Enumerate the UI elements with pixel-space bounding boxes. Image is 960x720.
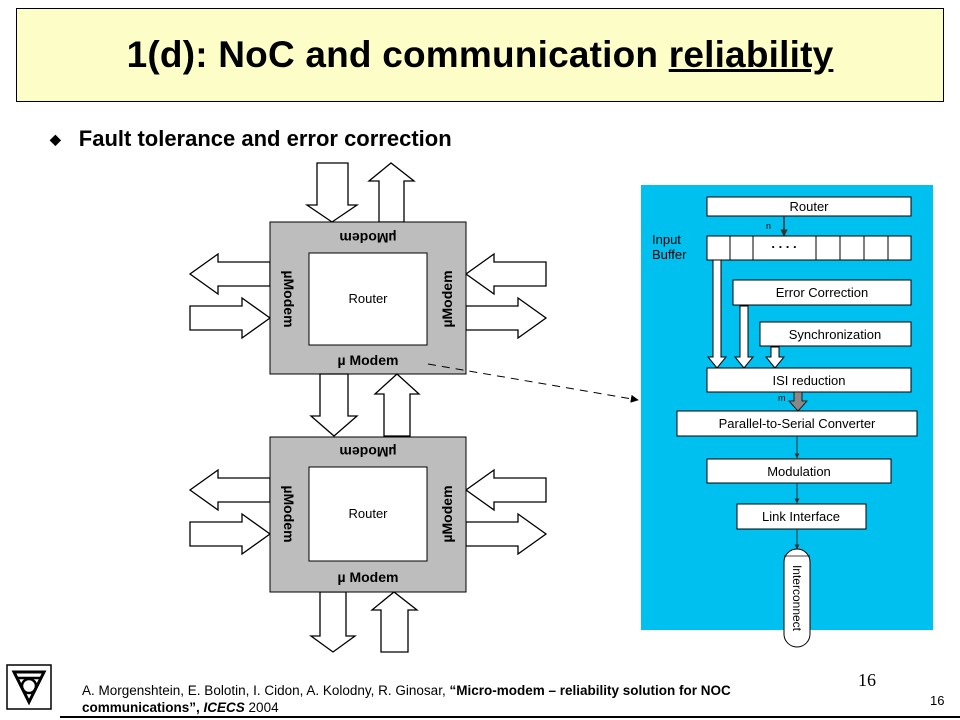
interconnect-capsule [783, 548, 811, 648]
modem-label-west-top: µModem [281, 270, 297, 327]
pipeline-panel: Router n Input Buffer . . . . Error Corr… [641, 185, 933, 648]
error-correction-box [732, 279, 912, 306]
title-emphasis: reliability [668, 34, 834, 75]
citation: A. Morgenshtein, E. Bolotin, I. Cidon, A… [82, 682, 731, 716]
title-box: 1(d): NoC and communication reliability [16, 8, 944, 102]
bullet-item: ◆ Fault tolerance and error correction [50, 126, 452, 152]
modulation-box [706, 458, 892, 484]
pipeline-router-box [706, 196, 912, 217]
dashed-pointer-arrow [427, 363, 639, 403]
arrow-out-bottom [309, 591, 357, 653]
modem-label-east-bottom: µModem [439, 485, 455, 542]
router-core-bottom [308, 466, 428, 562]
arrow-out-left [188, 252, 271, 296]
technion-logo-icon [6, 664, 52, 710]
link-interface-box [736, 503, 867, 530]
arrow-out-top [367, 162, 416, 223]
arrow-out-right [465, 296, 548, 340]
link-interface-label: Link Interface [762, 509, 840, 524]
footer-divider [60, 716, 960, 718]
arrow-in-top [304, 162, 360, 223]
citation-venue: ICECS [203, 700, 245, 715]
router-label-bottom: Router [348, 506, 388, 521]
page-number: 16 [930, 693, 945, 708]
citation-title-1: “Micro-modem – reliability solution for … [449, 683, 731, 698]
router-core-top [308, 252, 428, 346]
modem-label-west-bottom: µModem [281, 485, 297, 542]
input-buffer-label-2: Buffer [652, 247, 687, 262]
slide-title: 1(d): NoC and communication reliability [127, 34, 834, 76]
error-correction-label: Error Correction [776, 285, 868, 300]
isi-reduction-label: ISI reduction [773, 373, 846, 388]
arrow-out-left-2 [188, 468, 271, 512]
modulation-label: Modulation [767, 464, 831, 479]
bullet-text: Fault tolerance and error correction [78, 126, 452, 151]
bypass-arrow-1 [706, 259, 728, 369]
interconnect-label: Interconnect [790, 565, 804, 632]
router-label-top: Router [348, 291, 388, 306]
arrow-link-up [373, 373, 421, 437]
parallel-to-serial-label: Parallel-to-Serial Converter [719, 416, 876, 431]
citation-authors: A. Morgenshtein, E. Bolotin, I. Cidon, A… [82, 683, 450, 698]
arrow-in-bottom [370, 591, 419, 653]
modem-label-east-top: µModem [439, 270, 455, 327]
synchronization-box [759, 321, 912, 347]
input-buffer: . . . . [706, 235, 912, 261]
diamond-bullet-icon: ◆ [50, 130, 61, 147]
modem-label-north-top: µModem [339, 230, 396, 246]
arrow-out-right-2 [465, 512, 548, 556]
n-label: n [766, 221, 771, 231]
synchronization-label: Synchronization [789, 327, 882, 342]
citation-title-2: communications”, [82, 700, 204, 715]
arrow-in-left-2 [189, 512, 272, 556]
arrow-in-right [464, 252, 547, 296]
citation-year: 2004 [244, 700, 279, 715]
modem-label-north-bottom: µModem [339, 444, 396, 460]
bypass-arrow-2 [733, 305, 755, 369]
bypass-arrow-3 [764, 346, 786, 369]
modem-label-south-bottom: µ Modem [338, 569, 399, 585]
buffer-dots: . . . . [771, 236, 796, 251]
arrow-in-right-2 [464, 468, 547, 512]
arrow-link-down [309, 373, 359, 437]
arrow-in-left [189, 296, 272, 340]
isi-to-p2s-arrow [788, 391, 808, 412]
pipeline-router-label: Router [789, 199, 829, 214]
m-label: m [778, 393, 786, 403]
router-block-bottom: Router µModem µ Modem µModem µModem [188, 436, 548, 653]
parallel-to-serial-box [676, 410, 918, 437]
superscript-page-number: 16 [858, 670, 876, 690]
input-buffer-label-1: Input [652, 232, 681, 247]
isi-reduction-box [706, 367, 912, 393]
router-block-top: Router µModem µ Modem µModem µModem [188, 162, 548, 375]
modem-label-south-top: µ Modem [338, 352, 399, 368]
title-prefix: 1(d): NoC and communication [126, 34, 669, 75]
